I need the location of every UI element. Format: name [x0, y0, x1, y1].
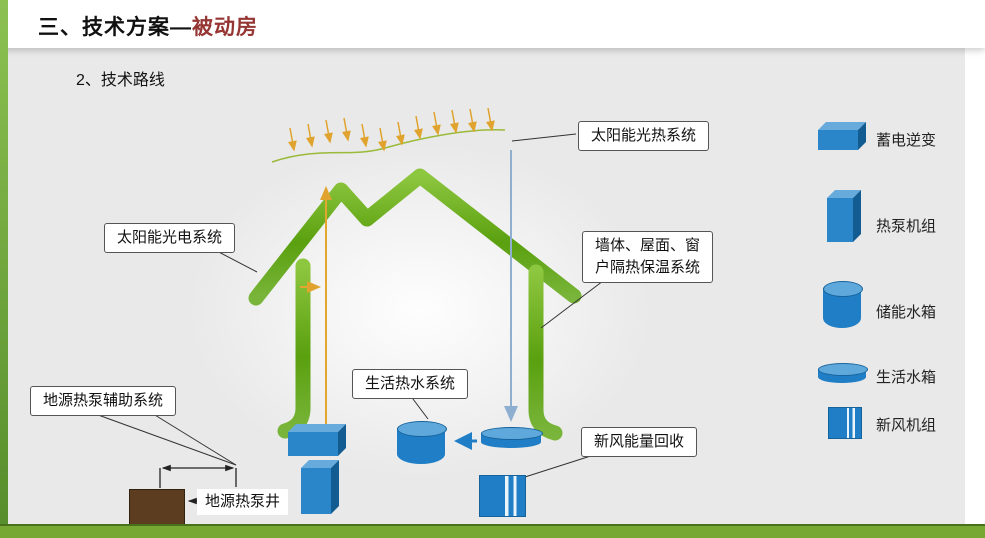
storage-water-tank: [397, 421, 447, 464]
callout-insulation: 墙体、屋面、窗 户隔热保温系统: [582, 231, 714, 283]
sun-curve: [271, 128, 506, 163]
callout-insulation-line2: 户隔热保温系统: [595, 258, 701, 276]
storage-water-tank-icon: [823, 281, 863, 328]
slide-right-margin: [965, 0, 985, 538]
well-measurement-lines: [159, 464, 237, 505]
legend-label-domestic-tank: 生活水箱: [876, 369, 937, 386]
ground-well-box: [129, 489, 185, 525]
heat-pump-unit-icon: [827, 198, 853, 242]
legend-label-battery-inverter: 蓄电逆变: [876, 132, 937, 149]
slide-left-green-bar: [0, 0, 8, 538]
page-title-prefix: 三、技术方案—: [38, 16, 192, 39]
slide-bottom-green-bar: [0, 524, 985, 538]
callout-gshp-aux: 地源热泵辅助系统: [30, 386, 177, 416]
domestic-water-tank-icon: [818, 363, 868, 383]
fresh-air-unit: [479, 475, 526, 517]
fresh-air-unit-icon: [828, 407, 862, 439]
callout-solar-thermal: 太阳能光热系统: [578, 121, 710, 151]
callout-solar-pv: 太阳能光电系统: [104, 223, 236, 253]
section-subtitle: 2、技术路线: [76, 72, 165, 89]
page-title: 三、技术方案—被动房: [38, 11, 258, 41]
battery-inverter-box-icon: [818, 130, 858, 150]
pv-flow-arrows: [300, 186, 332, 424]
legend-label-storage-tank: 储能水箱: [876, 304, 937, 321]
page-title-highlight: 被动房: [192, 16, 258, 39]
callout-pointer-lines: [89, 133, 604, 478]
legend-label-heat-pump: 热泵机组: [876, 218, 937, 235]
callout-gshp-well: 地源热泵井: [197, 489, 289, 515]
legend-label-fresh-air: 新风机组: [876, 417, 937, 434]
header-band: [0, 0, 985, 48]
battery-inverter-box: [288, 432, 338, 456]
sun-ray-arrows: [287, 107, 495, 152]
callout-fresh-air: 新风能量回收: [581, 427, 698, 457]
callout-hot-water: 生活热水系统: [352, 369, 469, 399]
domestic-water-tank: [481, 427, 543, 448]
heat-pump-unit: [301, 468, 331, 514]
callout-insulation-line1: 墙体、屋面、窗: [595, 237, 701, 254]
